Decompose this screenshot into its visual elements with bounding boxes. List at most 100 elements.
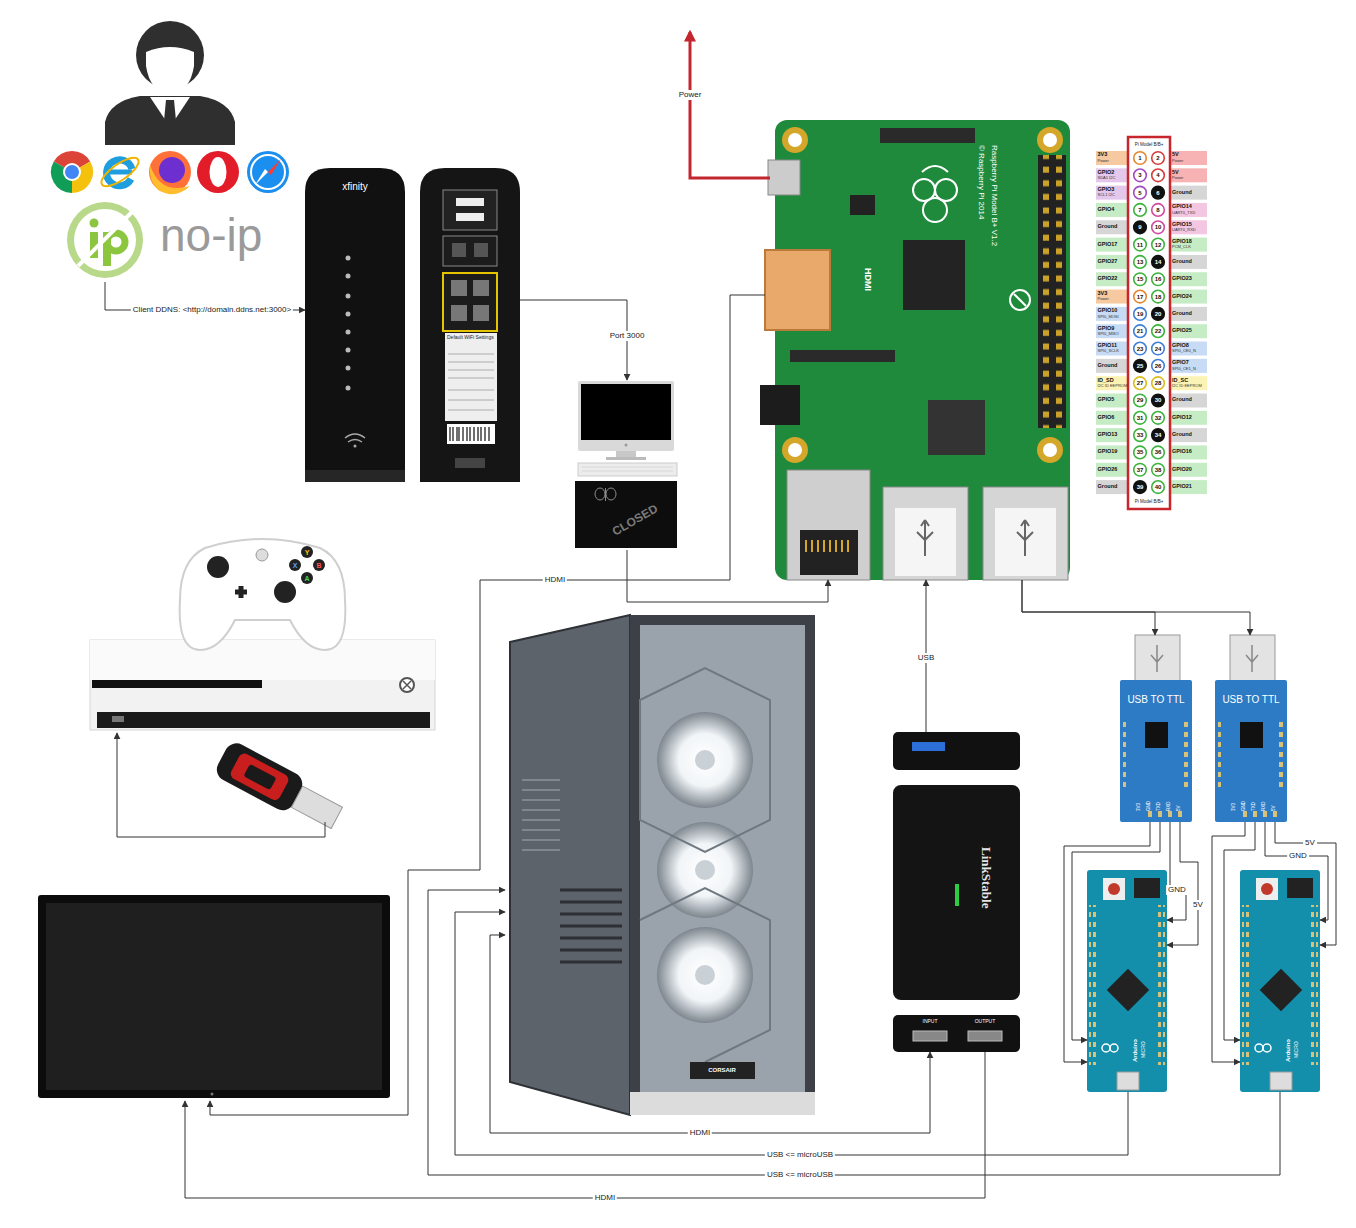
raspberry-pi-board [928,400,985,455]
modem-front [354,445,357,448]
xbox-controller [235,586,247,598]
pin-name: 3V3 [1137,803,1142,811]
imac-laptop [581,384,671,440]
gpio-table [1170,238,1207,252]
connector [490,935,930,1133]
gpio-table [1152,308,1165,321]
pin-name: TXD [1252,802,1257,811]
pin-name: GPIO23 [1172,276,1192,282]
xbox-controller [301,546,313,558]
pin-number: 36 [1155,449,1162,455]
raspberry-pi-board [883,487,968,580]
modem-back [448,354,494,410]
connector [455,912,1128,1155]
xbox-controller [256,549,268,561]
raspberry-pi-board [1037,127,1063,153]
wire [210,295,765,1115]
gpio-table [1152,273,1165,286]
pin-name: ID_SD [1098,378,1114,384]
imac-laptop [578,381,674,451]
pin-name: TXD [1157,802,1162,811]
pin-number: 3 [1138,172,1141,178]
gpio-table [1134,169,1147,182]
pin-name: GPIO6 [1098,415,1115,421]
raspberry-pi-board [1043,443,1057,457]
usb-ttl-module [1215,635,1287,822]
gpio-table [1170,255,1207,269]
xbox-console [97,712,430,728]
raspberry-pi-board [1010,290,1030,310]
gpio-table [1170,359,1207,373]
modem-front [305,470,405,482]
browser-icons [268,159,281,175]
capture-card [893,732,1020,1052]
gpio-table [1152,377,1165,390]
pin-name: GPIO3 [1098,187,1115,193]
modem-back [447,424,495,444]
connector [1072,822,1160,1040]
xbox-console [92,680,262,688]
raspberry-pi-board [983,487,1068,580]
raspberry-pi-board [1043,133,1057,147]
connector-label: USB <= microUSB [765,1170,835,1180]
node-text: Default WiFi Settings [447,335,495,340]
capture-card [912,742,945,751]
gpio-table [1096,463,1128,477]
pin-number: 33 [1137,432,1144,438]
usb-ttl-module [1278,718,1283,790]
node-text: xfinity [342,182,368,192]
pin-name: ID_SC [1172,378,1188,384]
pin-name: Ground [1172,259,1192,265]
raspberry-pi-board [923,198,947,222]
pin-number: 6 [1156,190,1159,196]
tv-screen [38,895,390,1098]
modem-front [346,330,351,335]
connector-label: Client DDNS: <http://domain.ddns.net:300… [131,305,293,315]
modem-back [456,198,484,206]
pin-function: SDA1 I2C [1098,176,1116,180]
connector [627,550,828,602]
modem-front [346,348,351,353]
pc-case [630,1092,815,1115]
gpio-table [1134,429,1147,442]
arduino-board [1255,1044,1263,1052]
raspberry-pi-board [1014,294,1026,306]
pin-function: SPI0_MOSI [1098,315,1119,319]
gpio-table [1170,272,1207,286]
browser-icons [51,151,289,194]
modem-back [474,243,488,257]
pin-name: Ground [1172,190,1192,196]
modem-front [346,366,351,371]
node-text: INPUT [923,1019,938,1024]
gpio-table [1096,151,1128,165]
gpio-table [1096,307,1128,321]
gpio-table [1096,168,1128,182]
arduino-board [1260,969,1302,1011]
pin-name: GPIO18 [1172,239,1192,245]
modem-back [450,427,489,441]
connector-label: HDMI [688,1128,712,1138]
usb-ttl-module [1215,680,1287,822]
gpio-table [1170,290,1207,304]
tv-screen [38,895,390,1098]
gpio-table [1096,445,1128,459]
raspberry-pi-board [880,128,975,143]
arduino-board [1087,870,1167,1092]
xbox-controller [289,559,301,571]
pc-case [640,625,805,1095]
usb-ttl-module [1183,718,1188,790]
connector-label: GND [1166,885,1188,895]
gpio-table [1096,290,1128,304]
pin-name: GPIO15 [1172,222,1192,228]
connector-label: USB [916,653,936,663]
node-text: MICRO [1141,1041,1146,1058]
pin-name: GPIO20 [1172,467,1192,473]
gpio-table [1134,342,1147,355]
imac-laptop [595,488,605,500]
xbox-controller [180,539,346,650]
raspberry-pi-board [922,166,948,172]
modem-back [455,458,485,468]
raspberry-pi-board [895,508,956,576]
wire [117,32,985,1198]
